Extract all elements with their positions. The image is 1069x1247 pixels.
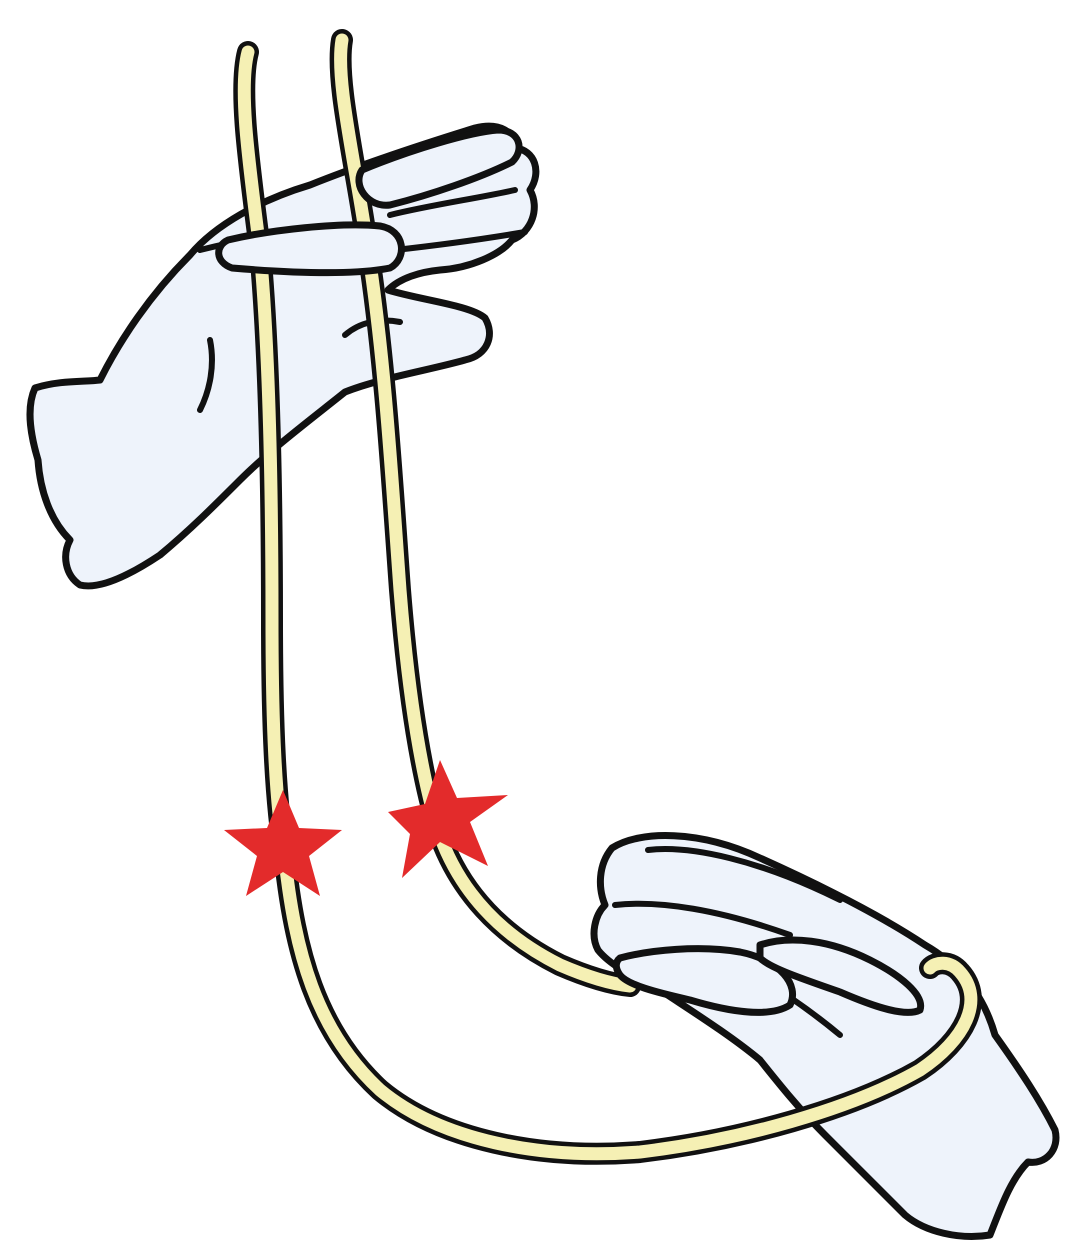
lower-hand-icon [594,836,1056,1237]
upper-hand-icon [30,126,536,586]
